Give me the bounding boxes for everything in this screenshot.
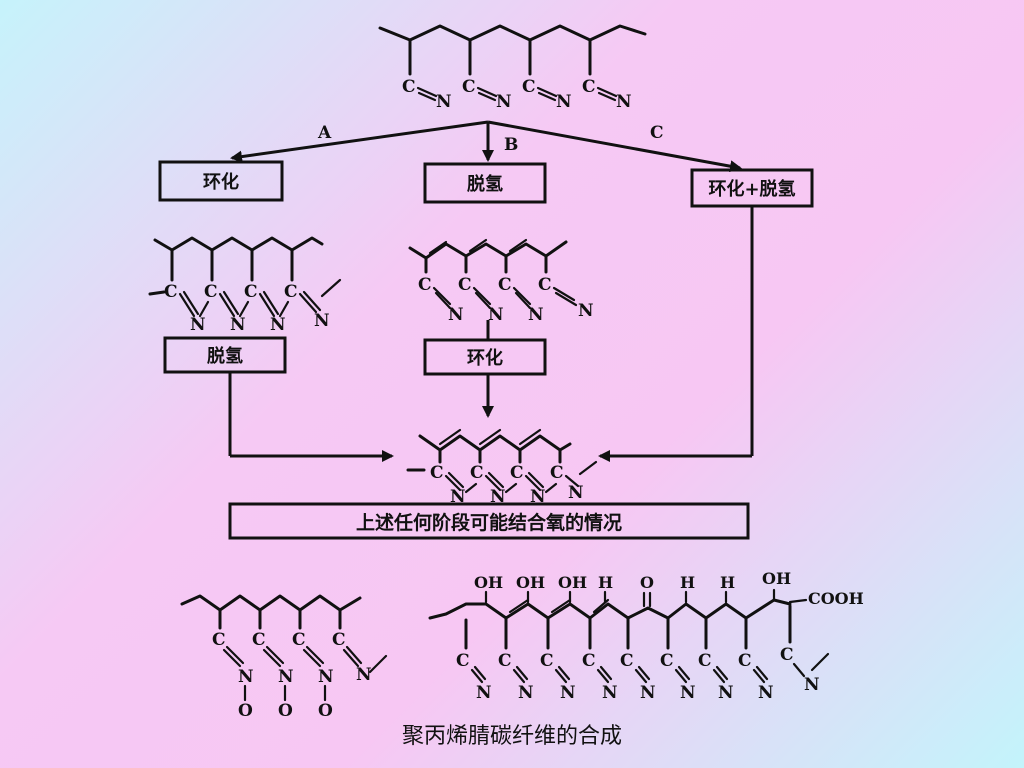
svg-text:COOH: COOH (808, 589, 864, 608)
svg-text:O: O (238, 701, 253, 721)
svg-text:O: O (640, 573, 654, 592)
path-label-c: C (650, 123, 664, 143)
svg-text:C: C (252, 630, 266, 650)
svg-text:N: N (490, 487, 506, 507)
svg-text:C: C (522, 77, 536, 97)
svg-text:C: C (458, 275, 472, 295)
svg-text:N: N (560, 683, 576, 703)
svg-text:C: C (550, 463, 564, 483)
svg-text:环化+脱氢: 环化+脱氢 (708, 178, 795, 200)
svg-text:N: N (448, 305, 464, 325)
svg-text:N: N (270, 315, 286, 335)
nitrile-group: C N (402, 77, 452, 112)
svg-text:C: C (462, 77, 476, 97)
svg-text:C: C (510, 463, 524, 483)
svg-text:C: C (582, 77, 596, 97)
svg-text:脱氢: 脱氢 (207, 345, 243, 367)
svg-text:O: O (278, 701, 293, 721)
svg-text:N: N (318, 667, 334, 687)
svg-text:C: C (698, 651, 712, 671)
step-box-dehydrogenation-2: 脱氢 (163, 336, 287, 374)
svg-text:N: N (518, 683, 534, 703)
svg-text:N: N (436, 92, 452, 112)
svg-text:C: C (164, 282, 178, 302)
svg-text:N: N (530, 487, 546, 507)
svg-text:OH: OH (474, 573, 503, 592)
svg-text:N: N (578, 301, 594, 321)
svg-text:环化: 环化 (467, 347, 503, 369)
svg-text:N: N (602, 683, 618, 703)
svg-text:脱氢: 脱氢 (467, 173, 503, 195)
svg-text:C: C (456, 651, 470, 671)
diagram-caption: 聚丙烯腈碳纤维的合成 (401, 724, 622, 749)
svg-text:C: C (204, 282, 218, 302)
svg-text:N: N (238, 667, 254, 687)
path-label-b: B (504, 135, 518, 155)
step-box-dehydrogenation: 脱氢 (423, 162, 547, 204)
nitrile-group: C N (582, 77, 632, 112)
svg-text:C: C (780, 645, 794, 665)
svg-text:C: C (292, 630, 306, 650)
svg-text:H: H (680, 573, 695, 592)
svg-text:N: N (356, 665, 372, 685)
nitrile-group: C N (462, 77, 512, 112)
branch-arrows: A B C (230, 120, 742, 173)
dehydrogenated-intermediate: C C C C N N N N (408, 238, 594, 325)
svg-text:N: N (496, 92, 512, 112)
svg-text:N: N (568, 483, 584, 503)
svg-text:C: C (244, 282, 258, 302)
svg-text:N: N (680, 683, 696, 703)
svg-text:N: N (640, 683, 656, 703)
svg-text:N: N (190, 315, 206, 335)
svg-text:N: N (758, 683, 774, 703)
svg-text:N: N (450, 487, 466, 507)
step-box-cyclization-dehydrogenation: 环化+脱氢 (690, 168, 814, 208)
oxygenated-chain: C C C C N N N N O O O (180, 594, 388, 721)
oxygen-combination-box: 上述任何阶段可能结合氧的情况 (228, 502, 750, 540)
nitrile-group: C N (522, 77, 572, 112)
svg-text:N: N (718, 683, 734, 703)
ladder-polymer-product: C C C C N N N N (406, 428, 598, 507)
svg-text:N: N (230, 315, 246, 335)
svg-text:N: N (488, 305, 504, 325)
svg-text:C: C (498, 275, 512, 295)
polyacrylonitrile-structure: C N C N C N C N (378, 24, 647, 112)
svg-text:N: N (314, 311, 330, 331)
step-box-cyclization: 环化 (158, 160, 284, 202)
svg-text:N: N (804, 675, 820, 695)
svg-text:C: C (498, 651, 512, 671)
svg-text:N: N (278, 667, 294, 687)
cyclized-intermediate: C C C C N N N N (148, 236, 342, 335)
svg-text:C: C (470, 463, 484, 483)
svg-text:C: C (738, 651, 752, 671)
svg-text:C: C (284, 282, 298, 302)
svg-text:C: C (582, 651, 596, 671)
oxidized-ladder-polymer: OH OH OH H O H H OH COOH C C C C C (428, 569, 864, 703)
svg-text:H: H (720, 573, 735, 592)
path-label-a: A (317, 123, 332, 143)
svg-text:N: N (528, 305, 544, 325)
svg-text:OH: OH (762, 569, 791, 588)
svg-text:C: C (660, 651, 674, 671)
svg-text:C: C (620, 651, 634, 671)
svg-text:N: N (616, 92, 632, 112)
svg-text:OH: OH (516, 573, 545, 592)
svg-text:C: C (418, 275, 432, 295)
svg-text:环化: 环化 (203, 171, 239, 193)
svg-text:N: N (556, 92, 572, 112)
step-box-cyclization-2: 环化 (423, 338, 547, 376)
svg-text:O: O (318, 701, 333, 721)
svg-text:H: H (598, 573, 613, 592)
svg-text:C: C (402, 77, 416, 97)
svg-text:上述任何阶段可能结合氧的情况: 上述任何阶段可能结合氧的情况 (356, 511, 622, 534)
svg-text:C: C (212, 630, 226, 650)
svg-text:C: C (332, 630, 346, 650)
svg-text:C: C (538, 275, 552, 295)
converging-arrows (228, 206, 754, 462)
svg-text:N: N (476, 683, 492, 703)
svg-text:C: C (540, 651, 554, 671)
svg-text:OH: OH (558, 573, 587, 592)
svg-text:C: C (430, 463, 444, 483)
